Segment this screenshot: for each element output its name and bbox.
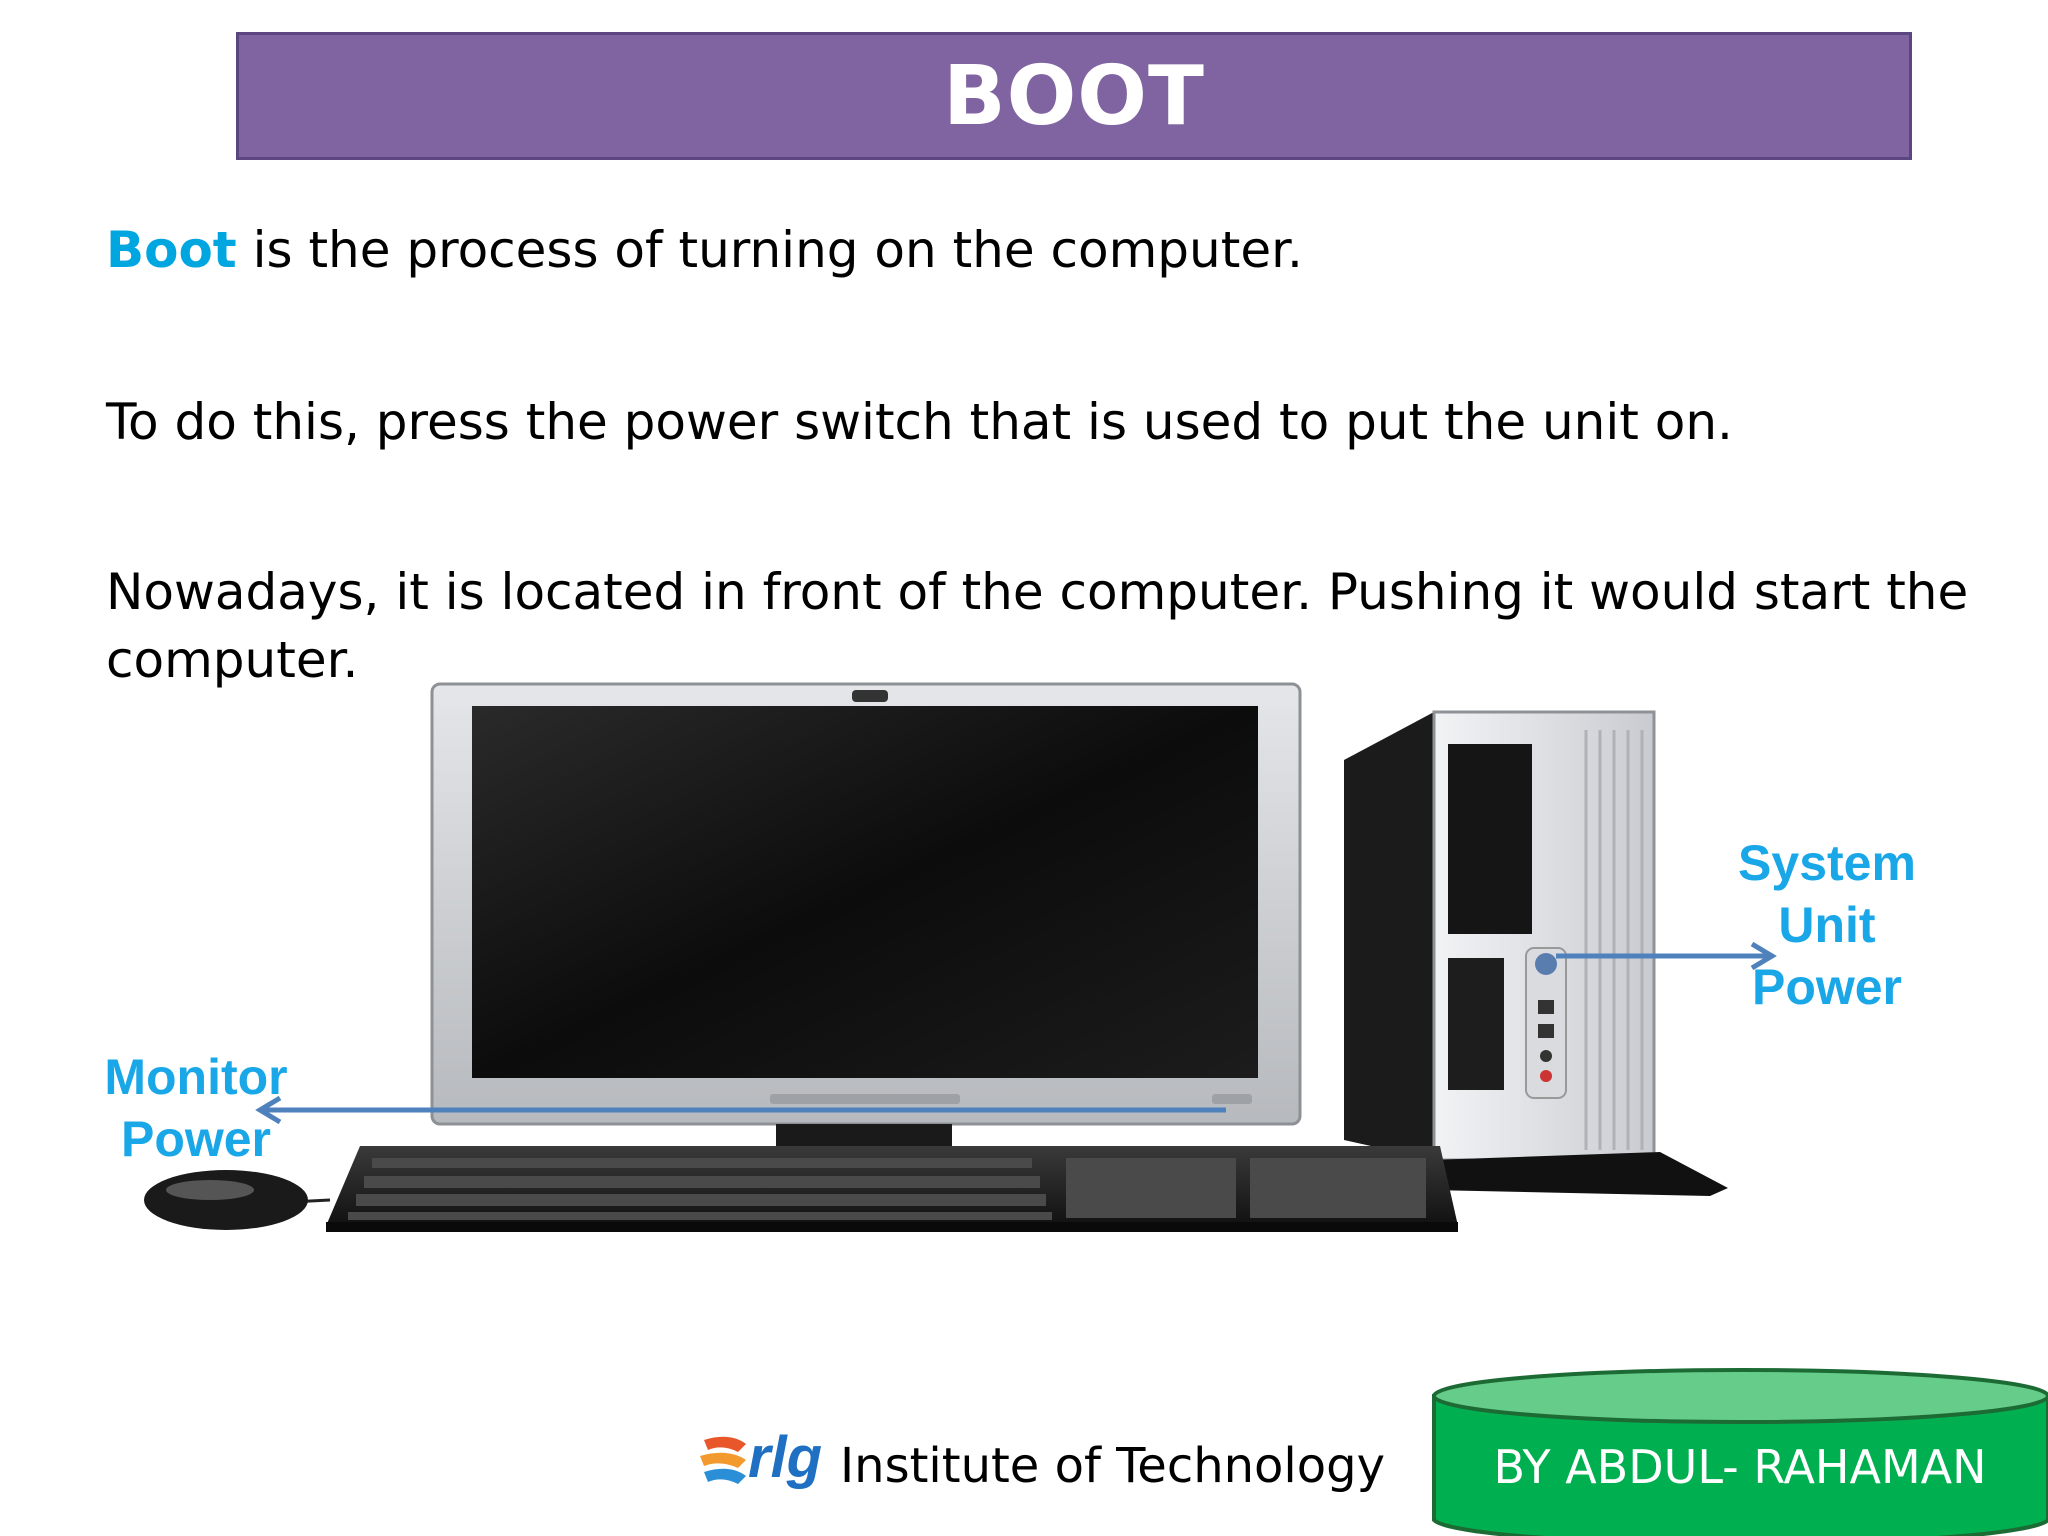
paragraph-instruction: To do this, press the power switch that … [106,393,1733,451]
rlg-logo-icon [700,1436,746,1484]
keyword-boot: Boot [106,221,237,279]
monitor-power-label-line2: Power [120,1111,272,1167]
system-unit-power-label-line2: Unit [1778,897,1876,953]
computer-monitor-illustration [430,682,1302,1146]
author-badge [1432,1368,2048,1536]
system-unit-power-label: System Unit Power [1722,832,1932,1018]
mouse-illustration [144,1170,331,1230]
paragraph-location-line1: Nowadays, it is located in front of the … [106,563,1969,621]
monitor-power-label: Monitor Power [96,1046,296,1170]
author-credit: BY ABDUL- RAHAMAN [1493,1440,1987,1494]
paragraph-location-line2: computer. [106,631,359,689]
paragraph-definition: Boot is the process of turning on the co… [106,216,1303,284]
system-power-arrow [1556,941,1777,971]
paragraph-location: Nowadays, it is located in front of the … [106,558,1968,694]
system-unit-power-label-line1: System [1738,835,1916,891]
paragraph-definition-text: is the process of turning on the compute… [236,221,1303,279]
system-unit-illustration [1344,710,1728,1196]
logo-wordmark: rlg [748,1425,823,1490]
monitor-power-arrow [255,1095,1226,1125]
institute-name: Institute of Technology [840,1438,1385,1494]
monitor-power-label-line1: Monitor [104,1049,288,1105]
slide-title-bar: BOOT [236,32,1912,160]
system-unit-power-label-line3: Power [1751,959,1903,1015]
slide-title: BOOT [943,48,1205,144]
keyboard-illustration [326,1146,1458,1232]
